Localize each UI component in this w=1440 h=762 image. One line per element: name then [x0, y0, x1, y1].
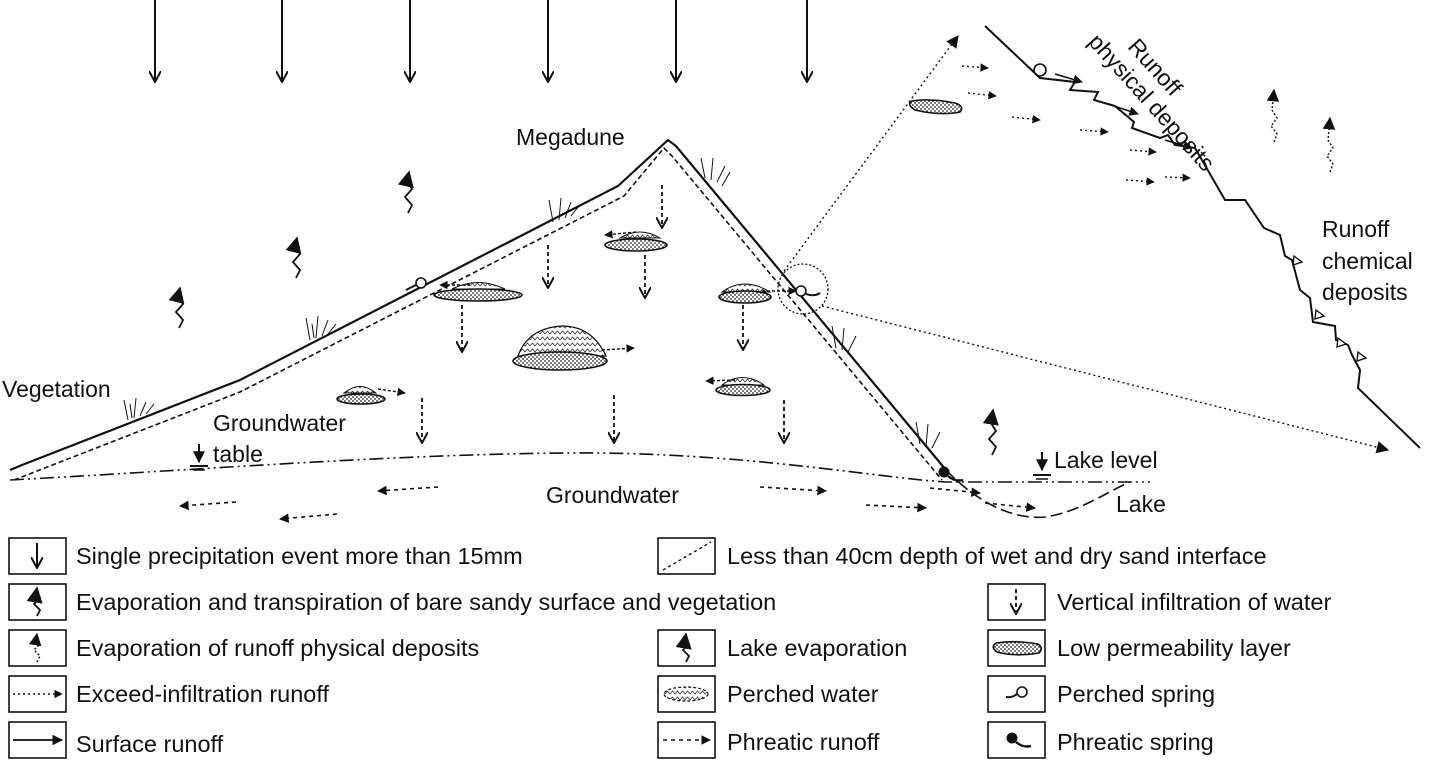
- dune-surface-line: [9, 138, 947, 472]
- phreatic-runoff-arrow: [179, 500, 237, 511]
- zoom-indicator: [777, 34, 1390, 454]
- low-permeability-layer: [718, 290, 772, 304]
- low-permeability-layer: [604, 238, 668, 252]
- perched-spring: [795, 285, 807, 297]
- evapotranspiration-arrow: [285, 236, 302, 279]
- wet-dry-sand-interface-line: [13, 146, 943, 481]
- chemical-deposit-marker: [1314, 308, 1326, 321]
- groundwater-table: [9, 444, 1150, 483]
- label-runoff-chemical: deposits: [1322, 279, 1408, 305]
- legend-label-exceed-infiltration: Exceed-infiltration runoff: [76, 681, 329, 707]
- precipitation-arrows: [155, 0, 807, 82]
- perched-water: [517, 325, 607, 357]
- vegetation-tuft: [123, 397, 155, 421]
- surface-runoff-arrow: [1054, 73, 1083, 85]
- deposit-evaporation-arrow: [1322, 116, 1336, 173]
- label-vegetation: Vegetation: [2, 376, 111, 402]
- low-permeability-layer: [512, 351, 608, 371]
- legend-label-phreatic-runoff: Phreatic runoff: [727, 729, 880, 755]
- low-permeability-layer: [336, 393, 386, 405]
- zoomed-slope-profile: [961, 25, 1421, 449]
- label-groundwater: Groundwater: [546, 482, 679, 508]
- perched-water: [720, 377, 766, 386]
- phreatic-spring: [938, 466, 950, 478]
- label-runoff-chemical: Runoff: [1322, 216, 1390, 242]
- legend-label-surface-runoff: Surface runoff: [76, 731, 224, 757]
- phreatic-runoff-arrows: [179, 485, 1036, 524]
- label-lake-level: Lake level: [1054, 447, 1158, 473]
- perched-water: [618, 231, 662, 239]
- deposit-evaporation-arrow: [1266, 88, 1280, 143]
- evapotranspiration-arrow: [397, 170, 414, 214]
- phreatic-runoff-arrow: [865, 502, 927, 513]
- legend-label-precipitation: Single precipitation event more than 15m…: [76, 543, 523, 569]
- surface-runoff-arrow: [1107, 103, 1139, 116]
- vertical-infiltration-arrows: [422, 185, 784, 443]
- vegetation-tuft: [548, 197, 580, 223]
- vegetation-tuft: [831, 325, 857, 353]
- chemical-deposit-marker: [1292, 254, 1304, 267]
- legend-label-perched-water: Perched water: [727, 681, 879, 707]
- legend-label-low-permeability: Low permeability layer: [1057, 635, 1291, 661]
- label-lake: Lake: [1116, 491, 1166, 517]
- vegetation-tufts: [123, 157, 941, 449]
- legend-label-evaporation-runoff-deposits: Evaporation of runoff physical deposits: [76, 635, 479, 661]
- exceed-infiltration-arrow: [1011, 115, 1041, 124]
- label-megadune: Megadune: [516, 124, 625, 150]
- groundwater-table-line: [9, 452, 1150, 483]
- legend-label-perched-spring: Perched spring: [1057, 681, 1215, 707]
- legend-label-vertical-infiltration: Vertical infiltration of water: [1057, 589, 1331, 615]
- perched-water: [451, 282, 506, 290]
- legend-label-lake-evaporation: Lake evaporation: [727, 635, 907, 661]
- phreatic-runoff-arrow: [377, 485, 439, 496]
- perched-water: [342, 386, 378, 394]
- label-groundwater-table: table: [213, 441, 263, 467]
- vegetation-tuft: [915, 421, 941, 449]
- phreatic-runoff-arrow: [279, 513, 338, 524]
- low-permeability-layer: [433, 288, 523, 302]
- low-permeability-layers: [336, 99, 963, 405]
- perched-spring: [415, 277, 427, 289]
- phreatic-runoff-arrow: [984, 502, 1036, 512]
- lake-evaporation-arrow: [982, 408, 999, 456]
- low-permeability-layer: [715, 383, 771, 397]
- legend-symbol-box: [8, 675, 67, 713]
- perched-water: [720, 283, 772, 293]
- perched-spring: [1033, 63, 1047, 77]
- chemical-deposit-marker: [1356, 350, 1368, 363]
- surface-runoff-arrow: [1164, 139, 1193, 151]
- diagram-labels: Megadune Vegetation Groundwater table Gr…: [2, 28, 1413, 517]
- chemical-deposit-marker: [1336, 336, 1348, 349]
- springs: [405, 63, 1047, 482]
- label-runoff-chemical: chemical: [1322, 248, 1413, 274]
- legend: Single precipitation event more than 15m…: [8, 537, 1331, 759]
- phreatic-runoff-arrow: [929, 487, 981, 497]
- label-groundwater-table: Groundwater: [213, 410, 346, 436]
- exceed-infiltration-arrow: [1164, 173, 1191, 182]
- legend-label-evapotranspiration: Evaporation and transpiration of bare sa…: [76, 589, 776, 615]
- exceed-infiltration-arrow: [961, 63, 989, 72]
- exceed-infiltration-arrow: [1125, 177, 1155, 186]
- evapotranspiration-arrows: [168, 170, 999, 456]
- legend-label-phreatic-spring: Phreatic spring: [1057, 729, 1214, 755]
- evapotranspiration-arrow: [168, 286, 185, 329]
- legend-symbol-box: [657, 721, 716, 759]
- legend-label-sand-interface: Less than 40cm depth of wet and dry sand…: [727, 543, 1267, 569]
- lake-bottom-line: [945, 469, 1131, 519]
- exceed-infiltration-arrow: [1079, 127, 1109, 136]
- low-permeability-layer: [908, 99, 963, 115]
- legend-symbol-box: [657, 537, 716, 575]
- vegetation-tuft: [305, 315, 337, 341]
- exceed-infiltration-arrow: [967, 91, 997, 100]
- phreatic-runoff-arrow: [759, 485, 827, 496]
- exceed-infiltration-arrow: [1129, 147, 1157, 156]
- vegetation-tuft: [700, 157, 731, 187]
